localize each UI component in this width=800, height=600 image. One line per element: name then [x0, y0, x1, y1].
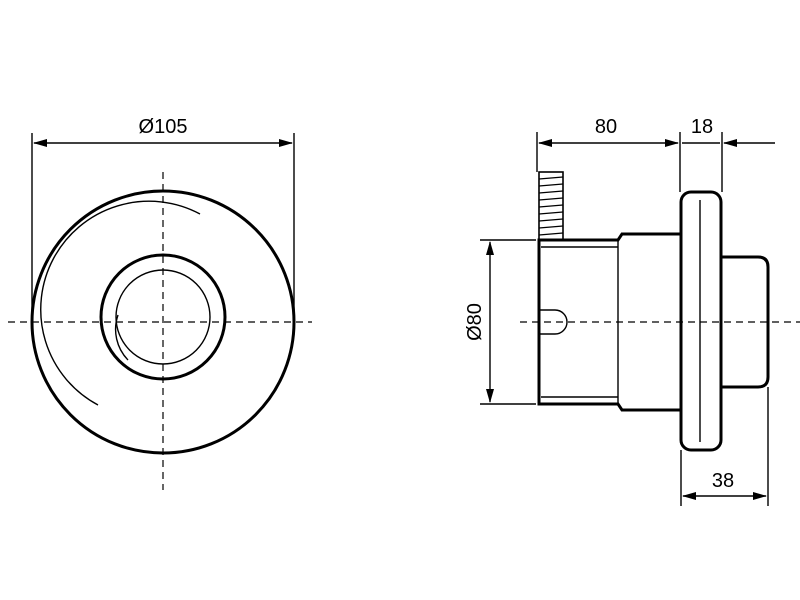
front-view: Ø105: [8, 116, 312, 490]
push-button-circle: [99, 253, 227, 381]
dimension-80-label: 80: [595, 116, 617, 138]
diameter-80-label: Ø80: [464, 303, 486, 341]
rosette-plate: [679, 190, 723, 452]
rosette-inner-arc: [40, 200, 201, 406]
housing-lug: [539, 309, 568, 335]
side-view: 80 18 Ø80 38: [464, 116, 800, 506]
push-button-arc: [114, 314, 129, 361]
threaded-tube: [538, 171, 564, 241]
side-push-button: [721, 255, 770, 389]
push-button-inner-circle: [115, 269, 211, 365]
dimension-38-label: 38: [712, 470, 734, 492]
dimension-18-label: 18: [691, 116, 713, 138]
diameter-105-label: Ø105: [139, 116, 188, 138]
